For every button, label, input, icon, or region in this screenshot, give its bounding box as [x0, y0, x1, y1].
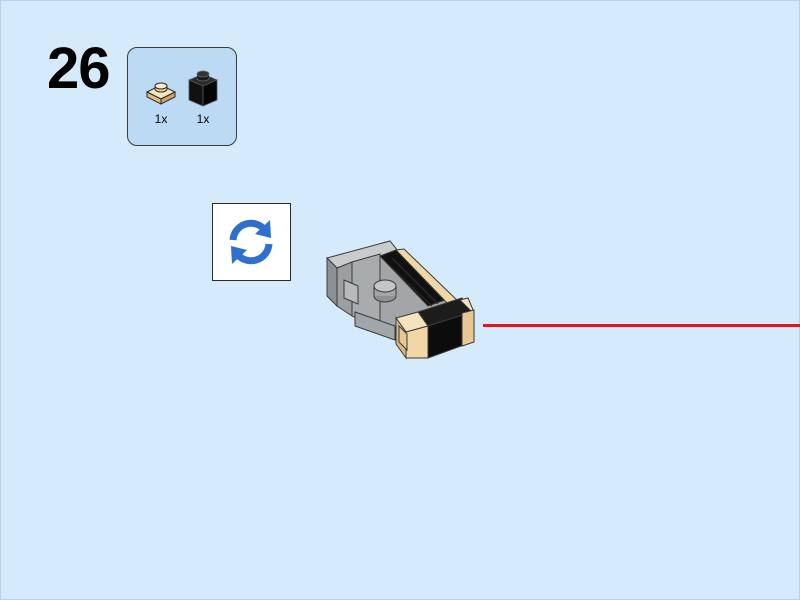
parts-list-box: 1x 1x [127, 47, 237, 146]
rotate-model-callout [212, 203, 291, 281]
part-quantity: 1x [154, 112, 168, 126]
tan-plate-1x1-icon [145, 82, 177, 105]
step-number: 26 [47, 36, 111, 101]
part-black-brick: 1x [178, 68, 228, 126]
part-tan-plate: 1x [136, 68, 186, 126]
guide-line [483, 324, 800, 327]
part-quantity: 1x [196, 112, 210, 126]
black-brick-1x1-icon [187, 70, 219, 107]
rotate-icon [229, 219, 273, 265]
